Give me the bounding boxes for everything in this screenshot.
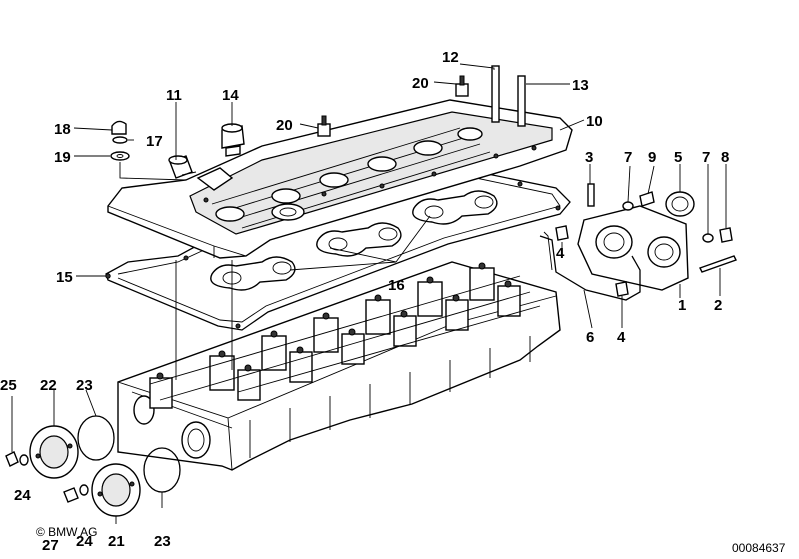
callout-23-right: 23 — [154, 533, 171, 550]
callout-27: 27 — [42, 537, 59, 554]
washer-7-left — [622, 201, 634, 211]
gasket-6 — [539, 231, 641, 301]
valve-cover-gasket — [105, 171, 571, 331]
callout-22: 22 — [40, 377, 57, 394]
copyright-label: © BMW AG — [36, 525, 98, 539]
callout-8: 8 — [721, 149, 729, 166]
callout-24-right: 24 — [76, 533, 93, 550]
timing-case-cover-1 — [577, 205, 689, 291]
washer-24-right — [79, 484, 89, 496]
callout-20-left: 20 — [276, 117, 293, 134]
callout-7-left: 7 — [624, 149, 632, 166]
washer-24-left — [19, 454, 29, 466]
leader-lines — [11, 63, 727, 524]
nut-4-upper — [555, 225, 569, 241]
seal-ring-5 — [665, 191, 695, 217]
callout-10: 10 — [586, 113, 603, 130]
drawing-number: 00084637 — [732, 541, 786, 555]
washer-19 — [110, 151, 130, 161]
stud-20-left — [317, 115, 331, 137]
nut-25 — [5, 451, 19, 467]
callout-6: 6 — [586, 329, 594, 346]
callout-5: 5 — [674, 149, 682, 166]
callout-25: 25 — [0, 377, 17, 394]
cover-21 — [91, 463, 141, 517]
callout-2: 2 — [714, 297, 722, 314]
washer-17 — [112, 136, 128, 144]
o-ring-23-left — [77, 415, 115, 461]
pin-13 — [517, 75, 526, 127]
cover-22 — [29, 425, 79, 479]
stud-20-right — [455, 75, 469, 97]
nut-4-lower — [615, 281, 629, 297]
bolt-8 — [719, 227, 733, 243]
callout-13: 13 — [572, 77, 589, 94]
callout-15: 15 — [56, 269, 73, 286]
callout-21: 21 — [108, 533, 125, 550]
callout-16: 16 — [388, 277, 405, 294]
callout-1: 1 — [678, 297, 686, 314]
callout-11: 11 — [166, 87, 182, 104]
cam-bearing-towers — [149, 267, 521, 409]
callout-4-lower: 4 — [617, 329, 626, 346]
grommet-14 — [221, 123, 245, 157]
callout-24-left: 24 — [14, 487, 31, 504]
callout-14: 14 — [222, 87, 239, 104]
washer-7-right — [702, 233, 714, 243]
callout-20-right: 20 — [412, 75, 429, 92]
callout-9: 9 — [648, 149, 656, 166]
breather-hose-11 — [168, 155, 197, 179]
callout-3: 3 — [585, 149, 593, 166]
callout-labels: 1 2 3 4 4 5 6 7 7 8 9 10 11 12 13 14 15 … — [0, 49, 729, 554]
pin-3 — [587, 183, 595, 207]
nut-27 — [63, 487, 79, 503]
stud-2 — [699, 255, 737, 273]
callout-7-right: 7 — [702, 149, 710, 166]
callout-19: 19 — [54, 149, 71, 166]
callout-17: 17 — [146, 133, 163, 150]
dowel-pin-12 — [491, 65, 500, 123]
head-bolts — [156, 262, 512, 380]
cylinder-head — [117, 261, 561, 471]
bolt-9 — [639, 191, 655, 207]
cap-nut-18 — [111, 120, 127, 135]
callout-18: 18 — [54, 121, 71, 138]
callout-4-upper: 4 — [556, 245, 565, 262]
callout-12: 12 — [442, 49, 459, 66]
callout-23-left: 23 — [76, 377, 93, 394]
valve-cover — [107, 99, 573, 259]
